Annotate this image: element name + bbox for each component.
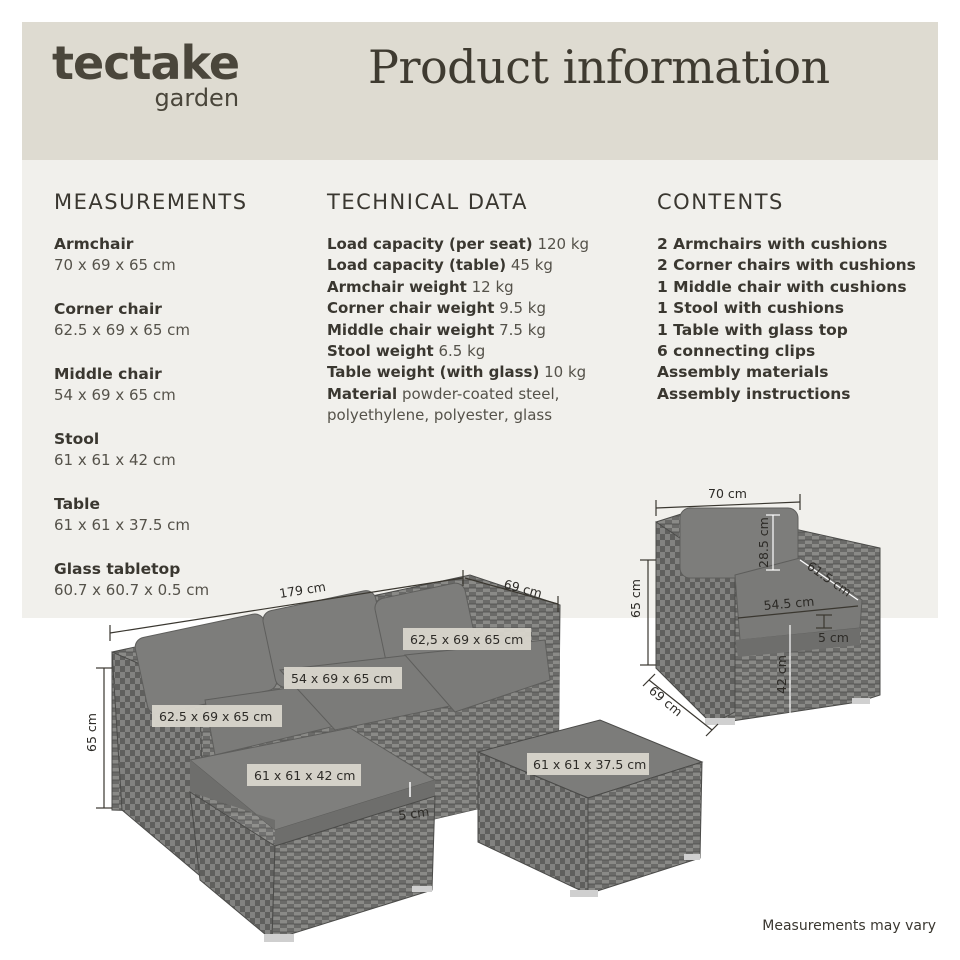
- content-item: Assembly materials: [657, 363, 829, 382]
- tech-key: Middle chair weight: [327, 320, 495, 339]
- tech-row: Corner chair weight 9.5 kg: [327, 298, 589, 319]
- measurement-item: Armchair 70 x 69 x 65 cm: [54, 234, 248, 276]
- tech-key: Corner chair weight: [327, 299, 495, 318]
- contents-column: CONTENTS 2 Armchairs with cushions 2 Cor…: [657, 190, 916, 405]
- brand-name: tectake: [52, 36, 240, 90]
- tech-value: 6.5 kg: [438, 342, 486, 361]
- content-item: 1 Middle chair with cushions: [657, 277, 907, 296]
- measurement-name: Corner chair: [54, 300, 162, 318]
- tech-row: Middle chair weight 7.5 kg: [327, 320, 589, 341]
- armchair-back-label: 28.5 cm: [756, 517, 771, 568]
- content-item: 1 Table with glass top: [657, 320, 848, 339]
- table-label: 61 x 61 x 37.5 cm: [533, 757, 646, 772]
- measurement-item: Middle chair 54 x 69 x 65 cm: [54, 364, 248, 406]
- sofa-height-label: 65 cm: [84, 713, 99, 752]
- armchair-width-label: 70 cm: [708, 486, 747, 501]
- tech-key: Stool weight: [327, 342, 434, 361]
- tech-row: Table weight (with glass) 10 kg: [327, 362, 589, 383]
- measurement-value: 62.5 x 69 x 65 cm: [54, 321, 191, 339]
- middle-label: 54 x 69 x 65 cm: [291, 671, 392, 686]
- stool-cushion-label: 5 cm: [397, 804, 430, 823]
- measurement-value: 54 x 69 x 65 cm: [54, 386, 176, 404]
- tech-key: Load capacity (table): [327, 256, 507, 275]
- tech-value: 9.5 kg: [499, 299, 547, 318]
- tech-value: 10 kg: [544, 363, 587, 382]
- armchair-cushion-label: 5 cm: [818, 630, 849, 645]
- label-corner-left: 62.5 x 69 x 65 cm: [152, 705, 282, 727]
- measurement-name: Table: [54, 495, 100, 513]
- tech-value: 45 kg: [510, 256, 553, 275]
- corner-right-label: 62,5 x 69 x 65 cm: [410, 632, 523, 647]
- content-item: 1 Stool with cushions: [657, 299, 844, 318]
- measurements-heading: MEASUREMENTS: [54, 190, 248, 214]
- measurement-item: Stool 61 x 61 x 42 cm: [54, 429, 248, 471]
- label-middle: 54 x 69 x 65 cm: [284, 667, 402, 689]
- measurements-column: MEASUREMENTS Armchair 70 x 69 x 65 cm Co…: [54, 190, 248, 624]
- sofa-dimension-lines: [96, 570, 559, 809]
- tech-row: Material powder-coated steel,: [327, 384, 589, 405]
- content-item: 2 Armchairs with cushions: [657, 235, 888, 253]
- tech-value: 120 kg: [537, 235, 590, 253]
- header-band: [22, 22, 938, 160]
- brand-logo: tectake garden: [52, 36, 240, 112]
- tech-value: 12 kg: [471, 277, 514, 296]
- footer-note: Measurements may vary: [762, 918, 936, 934]
- sofa-width-label: 179 cm: [278, 579, 327, 601]
- label-corner-right: 62,5 x 69 x 65 cm: [403, 628, 531, 650]
- tech-row: Load capacity (table) 45 kg: [327, 255, 589, 276]
- corner-left-label: 62.5 x 69 x 65 cm: [159, 709, 272, 724]
- content-item: 2 Corner chairs with cushions: [657, 256, 916, 275]
- tech-row: Load capacity (per seat) 120 kg: [327, 234, 589, 255]
- armchair-drawing: [655, 507, 881, 725]
- measurement-value: 61 x 61 x 37.5 cm: [54, 516, 191, 534]
- armchair-height-label: 65 cm: [628, 579, 643, 618]
- armchair-dimension-lines: [640, 494, 859, 737]
- measurement-name: Middle chair: [54, 365, 162, 383]
- measurement-value: 60.7 x 60.7 x 0.5 cm: [54, 581, 210, 599]
- tech-value: polyethylene, polyester, glass: [327, 406, 553, 425]
- measurement-value: 61 x 61 x 42 cm: [54, 451, 176, 469]
- stool-label: 61 x 61 x 42 cm: [254, 768, 355, 783]
- technical-heading: TECHNICAL DATA: [327, 190, 528, 214]
- measurement-name: Stool: [54, 430, 100, 448]
- contents-heading: CONTENTS: [657, 190, 784, 214]
- label-stool: 61 x 61 x 42 cm: [247, 764, 361, 786]
- measurement-name: Armchair: [54, 235, 134, 253]
- page-title: Product information: [368, 40, 830, 94]
- tech-key: Armchair weight: [327, 277, 467, 296]
- tech-key: Material: [327, 384, 398, 403]
- armchair-seat-width-label: 54.5 cm: [763, 594, 815, 613]
- tech-value: 7.5 kg: [499, 320, 546, 339]
- measurement-value: 70 x 69 x 65 cm: [54, 256, 176, 274]
- tech-key: Table weight (with glass): [327, 363, 540, 382]
- tech-row: Armchair weight 12 kg: [327, 277, 589, 298]
- content-item: 6 connecting clips: [657, 342, 816, 361]
- technical-column: TECHNICAL DATA Load capacity (per seat) …: [327, 190, 589, 427]
- brand-sub: garden: [154, 84, 240, 112]
- content-item: Assembly instructions: [657, 384, 851, 403]
- tech-key: Load capacity (per seat): [327, 235, 533, 253]
- tech-value: powder-coated steel,: [401, 384, 560, 403]
- tech-row: Stool weight 6.5 kg: [327, 341, 589, 362]
- label-table: 61 x 61 x 37.5 cm: [527, 753, 649, 775]
- tech-row: polyethylene, polyester, glass: [327, 405, 589, 426]
- measurement-item: Glass tabletop 60.7 x 60.7 x 0.5 cm: [54, 559, 248, 601]
- measurement-item: Table 61 x 61 x 37.5 cm: [54, 494, 248, 536]
- measurement-item: Corner chair 62.5 x 69 x 65 cm: [54, 299, 248, 341]
- armchair-seat-height-label: 42 cm: [774, 655, 789, 694]
- measurement-name: Glass tabletop: [54, 560, 181, 578]
